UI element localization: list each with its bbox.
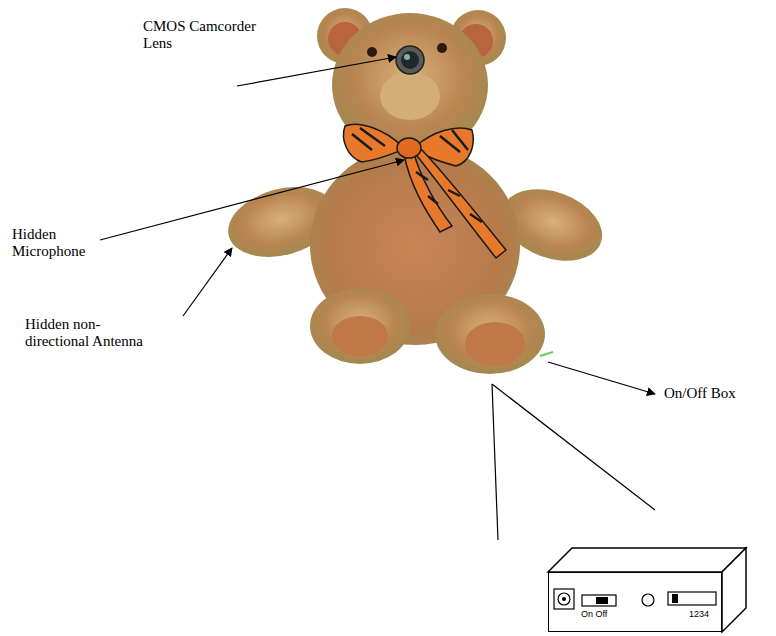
panel-text: 1234 bbox=[689, 610, 709, 620]
callout-label: Hidden non-directional Antenna bbox=[25, 316, 155, 351]
on-off-box: On Off 1234 bbox=[548, 572, 722, 632]
panel-text: On Off bbox=[581, 610, 607, 620]
callout-label: CMOS Camcorder Lens bbox=[143, 18, 268, 53]
callout-label: Hidden Microphone bbox=[12, 226, 100, 261]
callout-label: On/Off Box bbox=[664, 385, 764, 402]
